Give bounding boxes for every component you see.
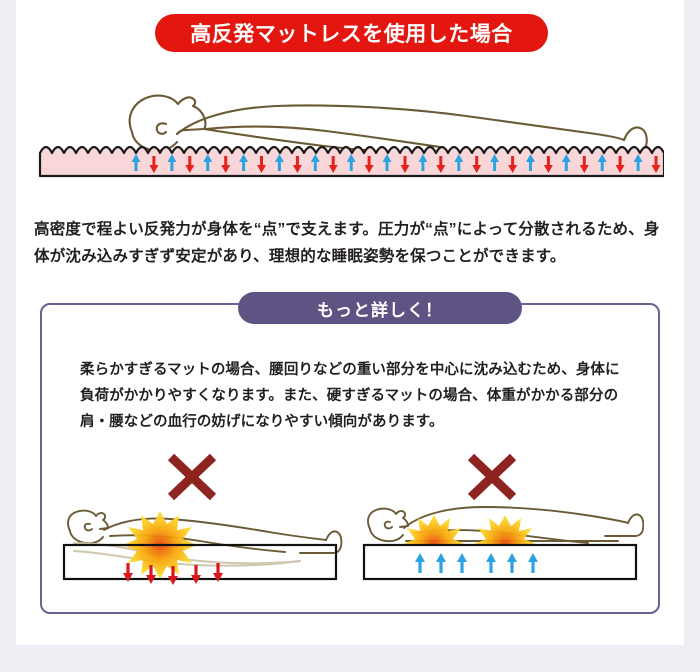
down-arrow-icon: [149, 156, 159, 173]
down-arrow-icon: [508, 156, 518, 173]
up-arrow-icon: [597, 154, 607, 171]
up-arrow-icon: [526, 154, 535, 171]
detail-section-paragraph: 柔らかすぎるマットの場合、腰回りなどの重い部分を中心に沈み込むため、身体に負荷が…: [80, 361, 620, 430]
up-pressure-arrows: [415, 553, 538, 573]
lead-paragraph: 高密度で程よい反発力が身体を“点”で支えます。圧力が“点”によって分散されるため…: [34, 220, 660, 265]
down-arrow-icon: [257, 156, 266, 173]
page-gutter-bottom: [0, 645, 700, 672]
up-arrow-icon: [167, 154, 177, 171]
page-gutter-left: [0, 0, 16, 672]
up-arrow-icon: [633, 154, 643, 171]
up-arrow-icon: [382, 154, 392, 171]
up-arrow-icon: [203, 154, 213, 171]
up-arrow-icon: [561, 154, 571, 171]
cross-mark-icon: [167, 453, 217, 501]
down-pressure-arrows: [123, 563, 223, 585]
detail-section-banner-label: もっと詳しく！: [317, 300, 443, 320]
up-arrow-icon: [346, 154, 356, 171]
detail-section-banner: もっと詳しく！: [238, 292, 522, 324]
panel-too-hard: [360, 451, 644, 601]
down-arrow-icon: [579, 156, 589, 173]
cross-mark-icon: [467, 453, 517, 501]
down-arrow-icon: [292, 156, 302, 173]
down-arrow-icon: [185, 156, 195, 173]
up-arrow-icon: [310, 154, 320, 171]
down-arrow-icon: [543, 156, 553, 173]
up-arrow-icon: [418, 154, 428, 171]
bad-example-panels: [60, 451, 644, 601]
sinking-person-outline: [67, 509, 343, 554]
down-arrow-icon: [472, 156, 482, 173]
down-arrow-icon: [328, 156, 338, 173]
down-arrow-icon: [615, 156, 625, 173]
panel-too-soft: [60, 451, 344, 601]
up-arrow-icon: [131, 154, 141, 171]
detail-section: もっと詳しく！ 柔らかすぎるマットの場合、腰回りなどの重い部分を中心に沈み込むた…: [40, 292, 660, 614]
down-arrow-icon: [400, 156, 410, 173]
up-arrow-icon: [490, 154, 500, 171]
hard-mattress-box: [362, 543, 638, 581]
hero-illustration: [36, 68, 666, 180]
page-content: 高反発マットレスを使用した場合: [16, 0, 684, 645]
up-arrow-icon: [454, 154, 464, 171]
up-arrow-icon: [274, 154, 284, 171]
down-arrow-icon: [651, 156, 661, 173]
soft-mattress-box: [62, 543, 338, 581]
page-gutter-right: [684, 0, 700, 672]
pressure-arrows: [131, 154, 661, 173]
title-banner: 高反発マットレスを使用した場合: [155, 14, 548, 52]
down-arrow-icon: [436, 156, 446, 173]
down-arrow-icon: [364, 156, 374, 173]
down-arrow-icon: [221, 156, 231, 173]
up-arrow-icon: [239, 154, 249, 171]
title-banner-label: 高反発マットレスを使用した場合: [190, 23, 513, 46]
sleeping-person-outline: [128, 94, 648, 158]
